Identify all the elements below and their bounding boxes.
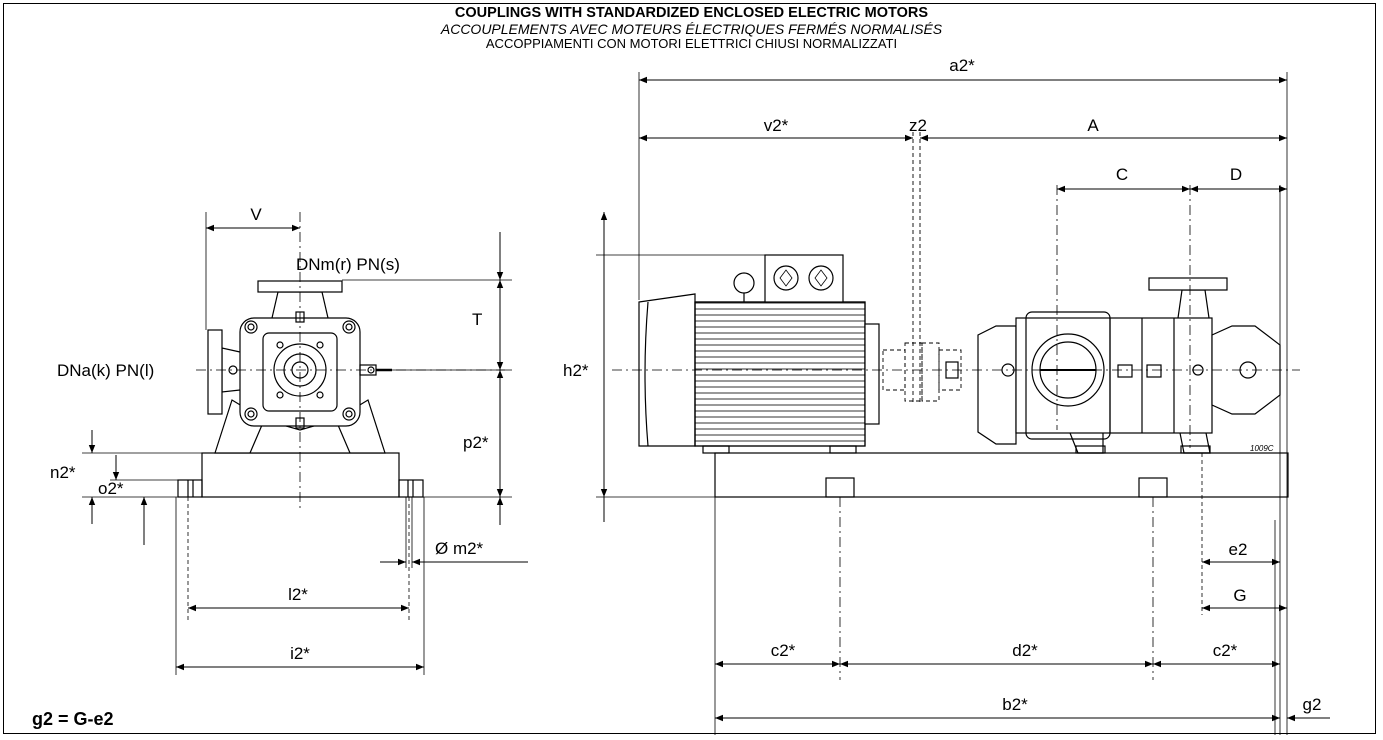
label-d2: d2* xyxy=(1012,641,1038,660)
label-l2: l2* xyxy=(288,585,308,604)
dimension-labels: a2* v2* z2 A C D h2* e2 G c2* d2* c2* b2… xyxy=(50,56,1321,714)
label-b2: b2* xyxy=(1002,695,1028,714)
title-english: COUPLINGS WITH STANDARDIZED ENCLOSED ELE… xyxy=(454,5,929,21)
side-view xyxy=(638,132,1289,498)
label-e2: e2 xyxy=(1229,540,1248,559)
front-extension-lines xyxy=(82,212,512,675)
label-D: D xyxy=(1230,165,1242,184)
label-g2: g2 xyxy=(1303,695,1322,714)
label-i2: i2* xyxy=(290,644,310,663)
front-centerlines xyxy=(187,212,505,622)
label-m2: Ø m2* xyxy=(435,539,484,558)
label-G: G xyxy=(1233,586,1246,605)
label-o2: o2* xyxy=(98,479,124,498)
label-V: V xyxy=(250,205,262,224)
label-outlet: DNm(r) PN(s) xyxy=(296,255,400,274)
formula-g2: g2 = G-e2 xyxy=(32,709,114,729)
label-h2: h2* xyxy=(563,361,589,380)
front-view xyxy=(177,280,424,498)
label-n2: n2* xyxy=(50,463,76,482)
label-z2: z2 xyxy=(909,116,927,135)
label-c2-left: c2* xyxy=(771,641,796,660)
label-a2: a2* xyxy=(949,56,975,75)
front-dimension-lines xyxy=(88,224,528,671)
side-extension-lines xyxy=(596,72,1288,735)
label-c2-right: c2* xyxy=(1213,641,1238,660)
sheet-frame xyxy=(3,3,1376,734)
title-french: ACCOUPLEMENTS AVEC MOTEURS ÉLECTRIQUES F… xyxy=(440,21,943,37)
label-p2: p2* xyxy=(463,433,489,452)
label-inlet: DNa(k) PN(l) xyxy=(57,361,154,380)
label-T: T xyxy=(472,310,482,329)
title-italian: ACCOPPIAMENTI CON MOTORI ELETTRICI CHIUS… xyxy=(485,36,898,51)
label-v2: v2* xyxy=(764,116,789,135)
label-C: C xyxy=(1116,165,1128,184)
label-A: A xyxy=(1087,116,1099,135)
drawing-ref: 1009C xyxy=(1250,444,1274,453)
side-dimension-lines xyxy=(600,76,1330,722)
side-centerlines xyxy=(612,185,1300,680)
